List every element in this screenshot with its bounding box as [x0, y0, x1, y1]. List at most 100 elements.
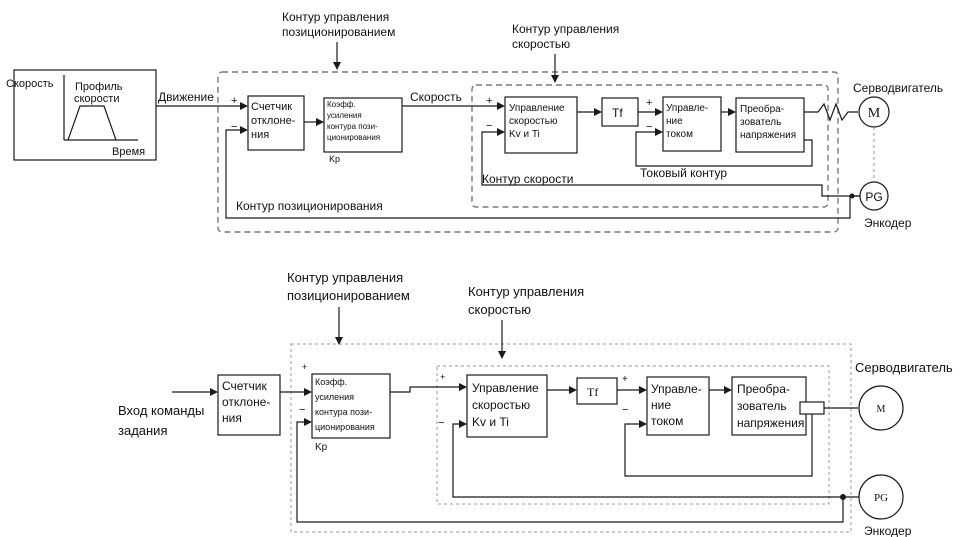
- bottom-speed-ctrl-text-1: Управление: [472, 381, 539, 395]
- top-speed-ctrl-text-2: скоростью: [509, 116, 558, 127]
- top-converter-text-2: зователь: [740, 117, 781, 128]
- top-gain-text-3: контура пози-: [327, 122, 378, 131]
- top-position-control-label-1: Контур управления: [282, 10, 389, 24]
- top-speed-control-label-2: скоростью: [512, 37, 570, 51]
- bottom-position-gain-block: [311, 373, 391, 439]
- bottom-output-terminal: [799, 401, 825, 415]
- bottom-gain-minus: −: [299, 404, 305, 416]
- top-profile-title-2: скорости: [74, 93, 119, 105]
- bottom-speed-ctrl-text-3: Kv и Ti: [472, 415, 509, 429]
- bottom-gain-text-4: ционирования: [315, 422, 375, 432]
- bottom-gain-plus: +: [302, 362, 307, 372]
- bottom-converter-text-2: зователь: [737, 399, 787, 413]
- top-current-plus: +: [646, 97, 652, 109]
- top-speed-profile-box: [13, 69, 157, 161]
- top-speed-control-region: [471, 84, 829, 208]
- top-profile-trapezoid: [67, 105, 117, 141]
- top-current-feedback: [635, 131, 813, 167]
- top-speed-loop-label: Контур скорости: [482, 172, 573, 186]
- top-feedback-node: [849, 193, 855, 199]
- top-deviation-counter-block: [247, 95, 305, 151]
- top-position-loop-label: Контур позиционирования: [236, 199, 383, 213]
- bottom-gain-to-speed: [390, 386, 461, 393]
- top-position-control-label-2: позиционированием: [282, 25, 395, 39]
- bottom-motor-symbol: M: [877, 404, 886, 415]
- bottom-converter-text-1: Преобра-: [737, 382, 790, 396]
- bottom-current-plus: +: [622, 374, 628, 385]
- bottom-speed-control-label-1: Контур управления: [468, 284, 584, 299]
- top-speed-minus: −: [486, 120, 492, 132]
- top-converter-text-1: Преобра-: [740, 103, 784, 115]
- bottom-diagram: Контур управления позиционированием Конт…: [118, 270, 953, 537]
- top-counter-text-1: Счетчик: [251, 101, 292, 113]
- top-voltage-converter-block: [735, 97, 805, 153]
- top-gain-text-2: усиления: [327, 111, 362, 120]
- bottom-counter-text-2: отклоне-: [222, 395, 270, 409]
- bottom-speed-ctrl-text-2: скоростью: [472, 398, 530, 412]
- top-current-controller-block: [662, 96, 722, 152]
- top-gain-text-4: ционирования: [327, 133, 380, 142]
- top-speed-plus: +: [486, 95, 492, 107]
- top-current-minus: −: [646, 121, 652, 133]
- top-current-loop-label: Токовый контур: [640, 166, 727, 180]
- bottom-tf-text: Tf: [587, 385, 598, 399]
- top-speed-signal-label: Скорость: [410, 90, 462, 104]
- top-motion-label: Движение: [158, 90, 214, 104]
- bottom-input-label-1: Вход команды: [118, 403, 204, 418]
- top-speed-ctrl-text-3: Kv и Ti: [509, 129, 540, 140]
- bottom-position-control-label-1: Контур управления: [287, 270, 403, 285]
- top-current-ctrl-text-2: ние: [666, 116, 683, 127]
- bottom-current-minus: −: [622, 404, 628, 416]
- bottom-speed-feedback: [452, 423, 859, 498]
- bottom-speed-minus: −: [438, 417, 444, 429]
- top-current-ctrl-text-3: током: [666, 129, 693, 140]
- bottom-converter-text-3: напряжения: [737, 416, 804, 430]
- bottom-gain-text-1: Коэфф.: [315, 377, 347, 387]
- bottom-current-feedback: [624, 414, 813, 477]
- bottom-servo-label: Серводвигатель: [855, 360, 953, 375]
- bottom-position-control-region: [290, 343, 852, 533]
- bottom-speed-control-label-2: скоростью: [468, 302, 531, 317]
- top-counter-text-3: ния: [251, 129, 269, 141]
- top-motor-symbol: M: [868, 106, 881, 121]
- top-counter-text-2: отклоне-: [251, 115, 296, 127]
- bottom-encoder-label: Энкодер: [864, 524, 912, 537]
- top-gain-text-1: Коэфф.: [327, 100, 356, 109]
- bottom-deviation-counter-block: [217, 374, 281, 436]
- bottom-voltage-converter-block: [731, 376, 807, 436]
- top-power-zigzag: [804, 102, 858, 122]
- top-speed-feedback: [481, 131, 860, 197]
- top-counter-plus: +: [231, 95, 237, 107]
- bottom-encoder-symbol: PG: [874, 492, 888, 504]
- top-profile-title-1: Профиль: [75, 81, 123, 93]
- top-speed-ctrl-text-1: Управление: [509, 103, 565, 114]
- top-encoder-symbol: PG: [865, 190, 882, 204]
- bottom-tf-block: [576, 377, 618, 405]
- top-encoder-label: Энкодер: [864, 216, 912, 230]
- bottom-gain-text-3: контура пози-: [315, 407, 372, 417]
- top-diagram: Контур управления позиционированием Конт…: [6, 10, 943, 233]
- bottom-speed-control-region: [436, 365, 830, 505]
- top-speed-controller-block: [504, 96, 578, 154]
- top-counter-minus: −: [231, 121, 237, 133]
- bottom-gain-text-2: усиления: [315, 392, 354, 402]
- bottom-current-ctrl-text-2: ние: [651, 398, 671, 412]
- top-converter-text-3: напряжения: [740, 130, 796, 141]
- bottom-counter-text-1: Счетчик: [222, 379, 268, 393]
- top-speed-control-label-1: Контур управления: [512, 22, 619, 36]
- bottom-speed-plus: +: [440, 372, 445, 382]
- bottom-position-control-label-2: позиционированием: [287, 288, 410, 303]
- bottom-current-controller-block: [646, 376, 710, 436]
- top-tf-block: [601, 97, 639, 127]
- bottom-motor: [858, 385, 904, 431]
- bottom-current-ctrl-text-3: током: [651, 414, 683, 428]
- bottom-input-label-2: задания: [118, 423, 168, 438]
- top-current-ctrl-text-1: Управле-: [666, 103, 708, 114]
- top-position-control-region: [217, 71, 839, 233]
- top-servo-label: Серводвигатель: [853, 81, 943, 95]
- top-tf-text: Tf: [612, 106, 623, 120]
- bottom-speed-controller-block: [466, 374, 548, 438]
- top-position-gain-block: [323, 97, 403, 153]
- top-profile-x-label: Время: [112, 146, 145, 158]
